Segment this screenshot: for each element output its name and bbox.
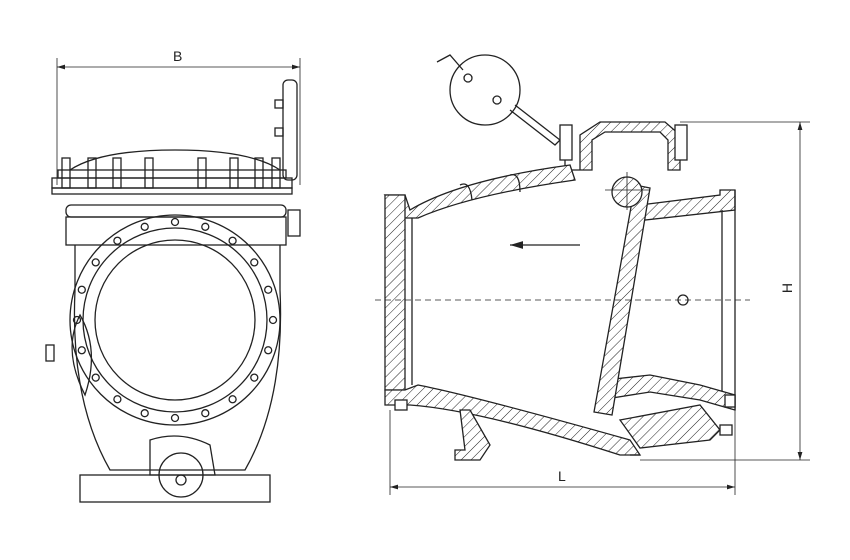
bolt-hole	[72, 315, 82, 325]
dimension-h-label: H	[779, 282, 796, 294]
section-view	[375, 54, 810, 495]
bolt-hole	[228, 395, 237, 404]
dimension-b-label: B	[173, 48, 183, 64]
bolt-hole	[264, 285, 273, 294]
bolt-hole	[228, 236, 237, 245]
bolt-hole	[201, 409, 210, 418]
bolt-hole	[201, 222, 210, 231]
flange-bolt-holes	[72, 217, 278, 423]
bolt-hole	[140, 222, 149, 231]
dimension-l-label: L	[558, 468, 566, 484]
cover-bolts	[61, 157, 281, 189]
bolt-hole	[77, 285, 86, 294]
end-view	[45, 58, 301, 503]
bolt-hole	[264, 346, 273, 355]
bolt-hole	[77, 346, 86, 355]
bolt-hole	[268, 315, 278, 325]
bolt-hole	[91, 258, 100, 267]
bolt-hole	[113, 395, 122, 404]
bolt-hole	[250, 258, 259, 267]
bolt-hole	[170, 217, 180, 227]
bolt-hole	[91, 373, 100, 382]
bolt-hole	[170, 413, 180, 423]
bolt-hole	[250, 373, 259, 382]
bolt-hole	[140, 409, 149, 418]
bolt-hole	[113, 236, 122, 245]
